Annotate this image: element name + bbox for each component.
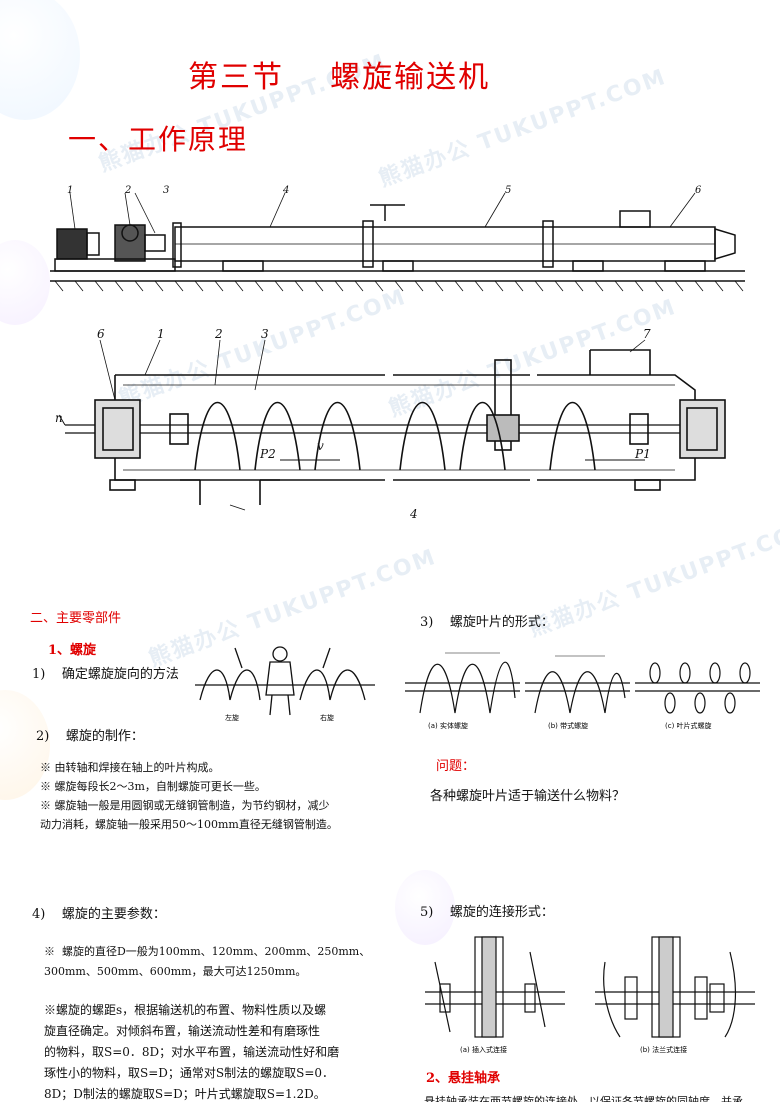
balloon-decoration	[0, 0, 80, 120]
caption-right-hand: 右旋	[320, 713, 334, 722]
diagram1-label: 4	[282, 185, 289, 196]
note-line: ※ 螺旋轴一般是用圆钢或无缝钢管制造，为节约钢材，减少	[40, 799, 330, 812]
page-subtitle: 一、工作原理	[68, 123, 249, 156]
params-line: ※ 螺旋的直径D一般为100mm、120mm、200mm、250mm、	[44, 945, 371, 958]
bearing-heading: 2、悬挂轴承	[426, 1071, 501, 1086]
caption-paddle-blade: (c) 叶片式螺旋	[665, 721, 712, 730]
note-line: 动力消耗，螺旋轴一般采用50～100mm直径无缝钢管制造。	[40, 818, 338, 831]
bearing-text: 悬挂轴承装在两节螺旋的连接处，以保证各节螺旋的同轴度，并承	[424, 1095, 743, 1102]
item4-text: 4) 螺旋的主要参数：	[32, 907, 166, 922]
caption-insert-joint: (a) 插入式连接	[460, 1045, 507, 1054]
diagram1-label: 1	[67, 185, 73, 196]
balloon-decoration	[0, 240, 50, 325]
spiral-direction-diagram: 左旋 右旋	[195, 646, 375, 722]
pitch-line: 的物料，取S=0．8D；对水平布置，输送流动性好和磨	[44, 1045, 340, 1059]
diagram2-label: 7	[643, 327, 651, 341]
diagram2-symbol-p2: P2	[259, 447, 276, 461]
diagram2-label: 4	[409, 507, 418, 521]
diagram2-symbol-v: v	[317, 439, 324, 453]
item1-text: 1) 确定螺旋旋向的方法	[32, 667, 179, 682]
diagram2-label: 6	[97, 327, 105, 341]
pitch-line: 旋直径确定。对倾斜布置，输送流动性差和有磨琢性	[44, 1024, 321, 1038]
diagram1-label: 2	[124, 185, 131, 196]
fabrication-notes: ※ 由转轴和焊接在轴上的叶片构成。 ※ 螺旋每段长2～3m，自制螺旋可更长一些。…	[40, 758, 380, 834]
caption-solid-blade: (a) 实体螺旋	[428, 721, 468, 730]
question-label: 问题：	[436, 759, 476, 774]
diagram2-label: 2	[214, 327, 223, 341]
diagram2-label: 1	[157, 327, 165, 341]
diagram1-label: 3	[163, 185, 169, 196]
caption-flange-joint: (b) 法兰式连接	[640, 1045, 687, 1054]
watermark: 熊猫办公 TUKUPPT.COM	[525, 514, 780, 643]
caption-left-hand: 左旋	[225, 713, 239, 722]
conveyor-elevation-diagram: 1 2 3 4 5 6	[50, 185, 745, 292]
item5-text: 5) 螺旋的连接形式：	[420, 905, 554, 920]
note-line: ※ 由转轴和焊接在轴上的叶片构成。	[40, 761, 220, 774]
diagram2-symbol-n: n	[55, 411, 63, 425]
section-heading-main-parts: 二、主要零部件	[30, 611, 122, 626]
question-text: 各种螺旋叶片适于输送什么物料？	[430, 789, 626, 804]
diagram1-label: 5	[505, 185, 511, 196]
conveyor-section-diagram: 6 1 2 3 7 4 n P2 P1 v	[55, 327, 726, 521]
item3-text: 3) 螺旋叶片的形式：	[420, 615, 554, 630]
joint-types-diagram: (a) 插入式连接 (b) 法兰式连接	[425, 936, 755, 1054]
pitch-paragraph: ※螺旋的螺距s，根据输送机的布置、物料性质以及螺 旋直径确定。对倾斜布置，输送流…	[44, 1000, 384, 1105]
note-line: ※ 螺旋每段长2～3m，自制螺旋可更长一些。	[40, 780, 266, 793]
diagram1-label: 6	[695, 185, 702, 196]
blade-types-diagram: (a) 实体螺旋 (b) 带式螺旋 (c) 叶片式螺旋	[405, 652, 760, 730]
pitch-line: ※螺旋的螺距s，根据输送机的布置、物料性质以及螺	[44, 1003, 327, 1017]
diagram2-label: 3	[261, 327, 269, 341]
item2-text: 2) 螺旋的制作：	[36, 729, 144, 744]
pitch-line: 8D；D制法的螺旋取S=D；叶片式螺旋取S=1.2D。	[44, 1087, 326, 1101]
params-line: 300mm、500mm、600mm，最大可达1250mm。	[44, 965, 307, 978]
pitch-line: 琢性小的物料，取S=D；通常对S制法的螺旋取S=0．	[44, 1066, 335, 1080]
caption-ribbon-blade: (b) 带式螺旋	[548, 721, 588, 730]
spiral-heading: 1、螺旋	[48, 643, 97, 658]
diagram2-symbol-p1: P1	[634, 447, 651, 461]
page-title: 第三节 螺旋输送机	[188, 60, 491, 95]
balloon-decoration	[395, 870, 455, 945]
